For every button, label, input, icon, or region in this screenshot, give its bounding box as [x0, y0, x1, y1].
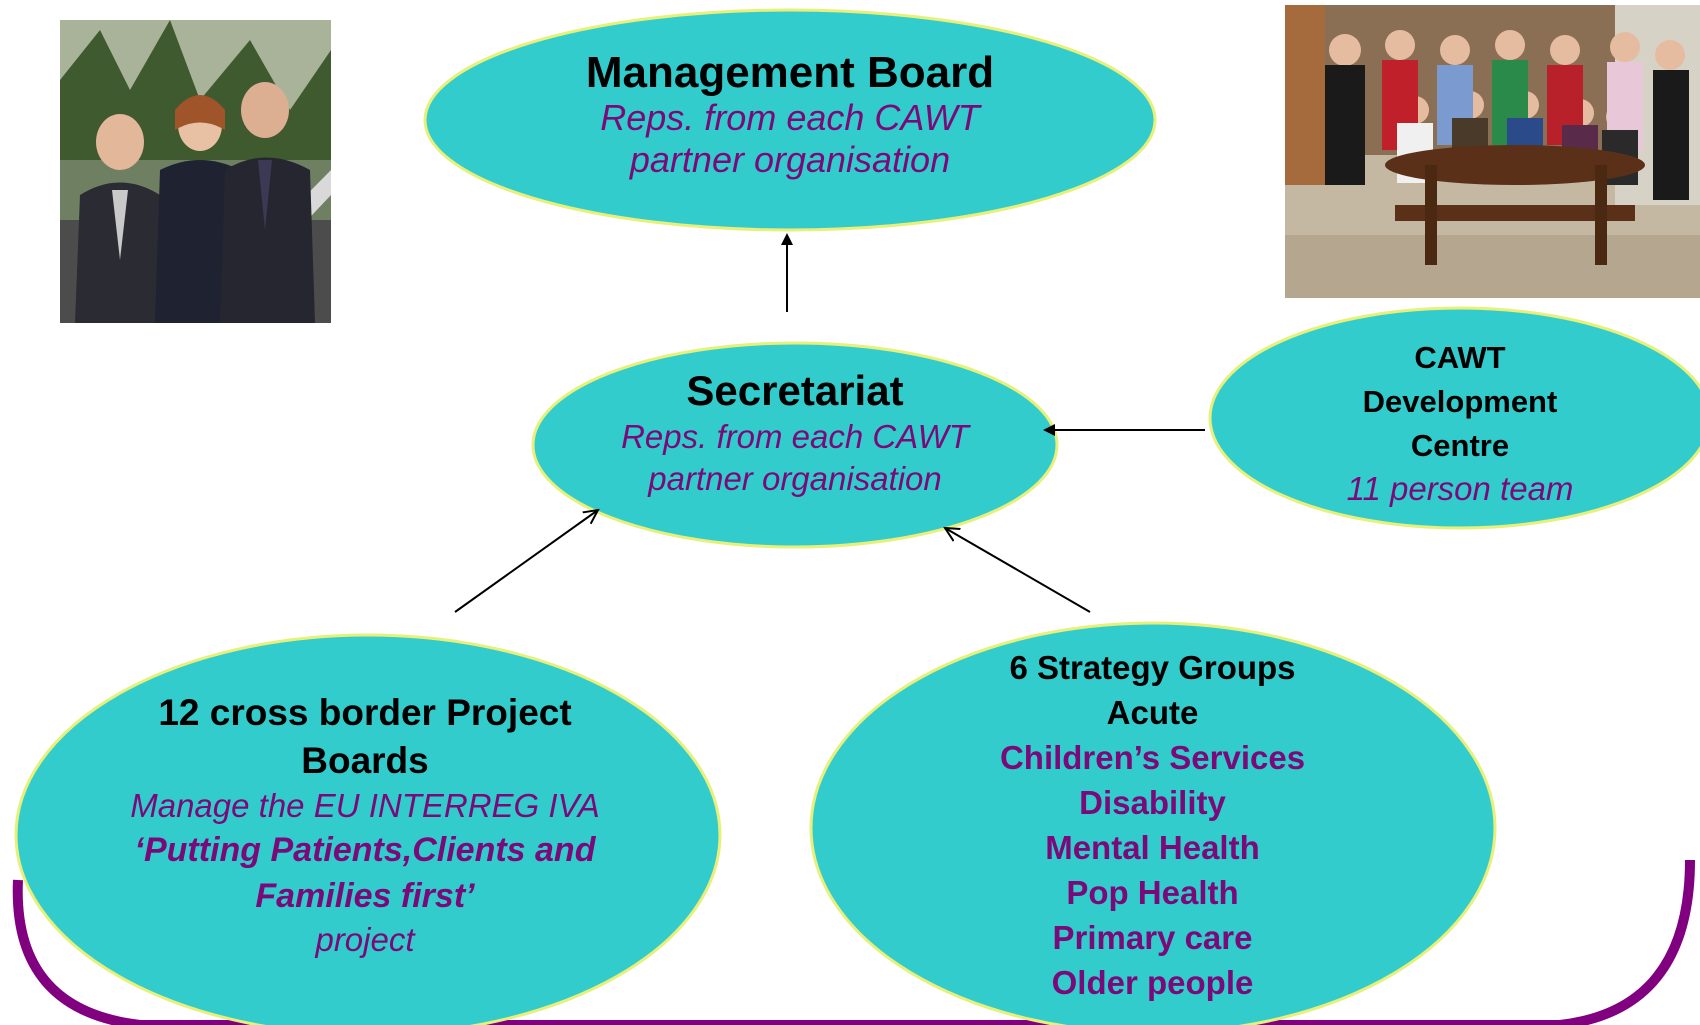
- development-centre-line2: Development: [1362, 384, 1558, 419]
- bottom-arc: [12, 859, 1695, 1025]
- strategy-group-item: Primary care: [1052, 919, 1253, 956]
- project-boards-subtitle-line2: project: [315, 921, 415, 958]
- management-board-ellipse: [423, 8, 1157, 232]
- management-board-title: Management Board: [585, 48, 995, 97]
- project-boards-project-name-line1: ‘Putting Patients,Clients and: [134, 831, 596, 869]
- leadership-photo: [60, 20, 331, 323]
- strategy-group-item: Children’s Services: [999, 739, 1306, 776]
- development-centre-ellipse: [1208, 306, 1700, 530]
- development-centre-node: CAWT Development Centre 11 person team: [1230, 328, 1690, 518]
- strategy-group-item: Mental Health: [1045, 829, 1260, 866]
- secretariat-subtitle-line2: partner organisation: [648, 459, 942, 497]
- project-boards-ellipse: [14, 633, 722, 1025]
- strategy-group-item: Pop Health: [1066, 874, 1239, 911]
- secretariat-node: Secretariat Reps. from each CAWT partner…: [545, 355, 1045, 510]
- project-boards-node: 12 cross border Project Boards Manage th…: [60, 680, 670, 970]
- secretariat-title: Secretariat: [686, 366, 904, 414]
- development-team-photo: [1285, 5, 1700, 298]
- arrow-strategy-to-secretariat: [945, 528, 1091, 613]
- development-centre-subtitle: 11 person team: [1346, 470, 1574, 507]
- strategy-groups-ellipse: [809, 621, 1497, 1025]
- management-board-subtitle-line1: Reps. from each CAWT: [600, 97, 980, 138]
- strategy-groups-heading: 6 Strategy Groups: [1009, 649, 1296, 686]
- strategy-groups-node: 6 Strategy Groups Acute Children’s Servi…: [880, 640, 1425, 1010]
- strategy-group-item: Older people: [1051, 964, 1254, 1001]
- development-centre-line1: CAWT: [1414, 340, 1506, 375]
- project-boards-project-name-line2: Families first’: [255, 877, 475, 915]
- secretariat-ellipse: [531, 341, 1059, 549]
- management-board-subtitle-line2: partner organisation: [629, 139, 951, 180]
- project-boards-title-line1: 12 cross border Project: [158, 692, 572, 733]
- project-boards-title-line2: Boards: [301, 740, 429, 781]
- strategy-group-acute: Acute: [1106, 694, 1199, 731]
- secretariat-subtitle-line1: Reps. from each CAWT: [621, 417, 969, 455]
- project-boards-subtitle-line1: Manage the EU INTERREG IVA: [130, 787, 600, 824]
- strategy-group-item: Disability: [1079, 784, 1226, 821]
- management-board-node: Management Board Reps. from each CAWT pa…: [430, 40, 1150, 190]
- development-centre-line3: Centre: [1410, 428, 1510, 463]
- arrow-projects-to-secretariat: [454, 510, 598, 613]
